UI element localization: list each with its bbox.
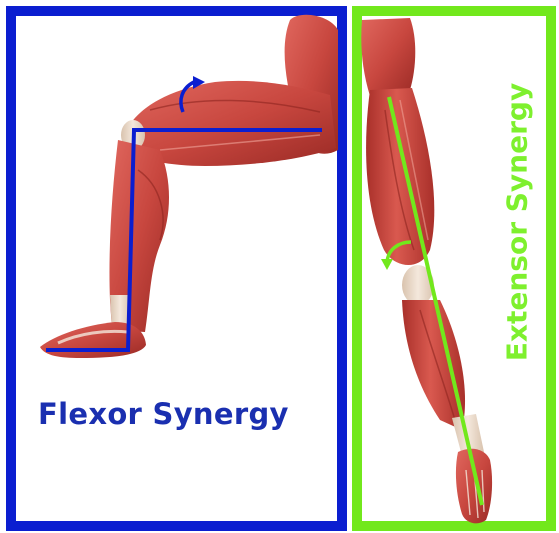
extensor-synergy-label: Extensor Synergy [501,83,534,361]
flexor-synergy-label: Flexor Synergy [38,397,289,431]
flexor-panel [11,11,342,526]
extensor-leg-illustration [361,18,492,523]
flexor-leg-illustration [40,15,338,358]
